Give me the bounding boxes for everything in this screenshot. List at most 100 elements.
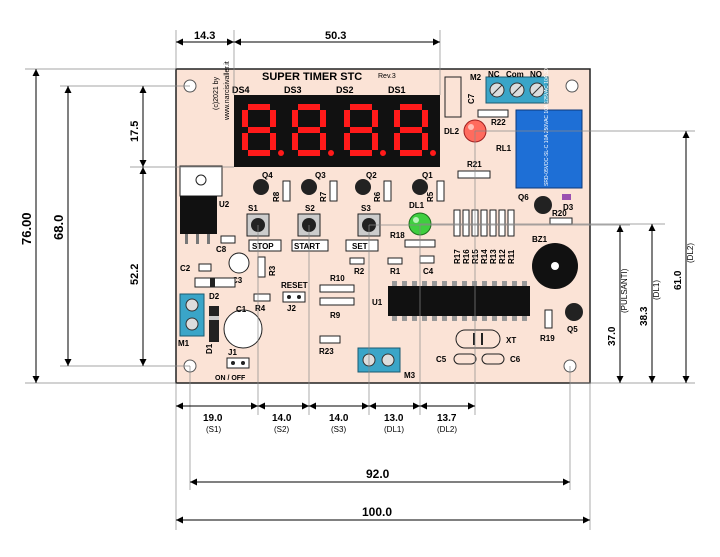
ic-pin (402, 281, 407, 286)
digit-segment (400, 127, 422, 133)
label-r23: R23 (319, 347, 334, 356)
capacitor-c8 (220, 235, 236, 244)
label-onoff: ON / OFF (215, 375, 246, 382)
resistor-r3 (257, 256, 266, 278)
capacitor-c4 (419, 255, 435, 264)
label-m1: M1 (178, 339, 190, 348)
label-start: START (294, 242, 320, 251)
ic-pin (422, 316, 427, 321)
label-u1: U1 (372, 298, 383, 307)
label-c6: C6 (510, 355, 521, 364)
seven-segment-digits (242, 104, 436, 156)
resistor-r2 (349, 257, 365, 265)
label-r22: R22 (491, 118, 506, 127)
transistor-q3 (301, 179, 317, 195)
digit-segment (292, 133, 298, 150)
label-r16: R16 (462, 249, 471, 264)
digit-segment (270, 133, 276, 150)
label-r1: R1 (390, 267, 401, 276)
ic-pin (502, 281, 507, 286)
resistor-r16 (462, 209, 470, 237)
transistor-q5 (565, 303, 583, 321)
jumper-j1 (226, 357, 250, 369)
dim-top-right: 50.3 (325, 30, 346, 42)
ic-pin (432, 316, 437, 321)
label-r7: R7 (319, 191, 328, 202)
digit-segment (372, 110, 378, 127)
label-c2: C2 (180, 264, 191, 273)
label-q2: Q2 (366, 171, 377, 180)
ic-pin (462, 281, 467, 286)
ic-pin (442, 316, 447, 321)
ic-pin (432, 281, 437, 286)
label-dl1: DL1 (409, 201, 425, 210)
decimal-point (430, 150, 436, 156)
ic-pin (412, 281, 417, 286)
label-r5: R5 (426, 191, 435, 202)
dim-bottom-130: 13.0 (384, 413, 404, 424)
resistor-r7 (329, 180, 338, 202)
ic-pin (422, 281, 427, 286)
dim-top-left: 14.3 (194, 30, 215, 42)
ic-pin (522, 316, 527, 321)
mounting-hole (565, 79, 579, 93)
digit-segment (422, 110, 428, 127)
label-r21: R21 (467, 160, 482, 169)
transistor-q4 (253, 179, 269, 195)
label-r4: R4 (255, 304, 266, 313)
resistor-r21 (457, 170, 491, 179)
dimension-arrows (32, 38, 690, 524)
label-j1: J1 (228, 348, 237, 357)
resistor-r5 (436, 180, 445, 202)
label-s2: S2 (305, 204, 315, 213)
board-credit: (c)2021 by (213, 76, 220, 110)
label-m3: M3 (404, 371, 416, 380)
digit-segment (298, 150, 320, 156)
ic-pin (392, 316, 397, 321)
dim-height-37-note: (PULSANTI) (620, 268, 629, 313)
dim-height-383-note: (DL1) (652, 280, 661, 300)
capacitor-c5 (453, 353, 477, 365)
dim-bottom-190-note: (S1) (206, 425, 221, 434)
label-c3: C3 (232, 276, 243, 285)
digit-segment (292, 110, 298, 127)
label-d3: D3 (563, 203, 574, 212)
ic-pin (442, 281, 447, 286)
digit-segment (394, 133, 400, 150)
decimal-point (278, 150, 284, 156)
digit-segment (270, 110, 276, 127)
label-no: NO (530, 70, 542, 79)
ic-pin (512, 316, 517, 321)
ic-pin (452, 316, 457, 321)
dim-height-61-note: (DL2) (686, 243, 695, 263)
screw-icon (185, 298, 199, 312)
ic-pin (492, 281, 497, 286)
ic-pin (462, 316, 467, 321)
resistor-r23 (319, 335, 341, 344)
capacitor-c3 (228, 252, 250, 274)
digit-segment (242, 110, 248, 127)
resistor-r4 (253, 293, 271, 302)
label-r10: R10 (330, 274, 345, 283)
label-s1: S1 (248, 204, 258, 213)
label-q5: Q5 (567, 325, 578, 334)
label-q6: Q6 (518, 193, 529, 202)
label-xt: XT (506, 336, 516, 345)
capacitor-c2 (198, 263, 212, 272)
label-u2: U2 (219, 200, 230, 209)
label-r19: R19 (540, 334, 555, 343)
ic-pin (452, 281, 457, 286)
screw-icon (185, 317, 199, 331)
label-r20: R20 (552, 209, 567, 218)
digit-segment (248, 127, 270, 133)
resistor-r14 (480, 209, 488, 237)
dimension-extension-lines (25, 30, 695, 530)
digit-segment (422, 133, 428, 150)
label-c1: C1 (236, 305, 247, 314)
jumper-j2 (282, 291, 306, 303)
digit-segment (248, 104, 270, 110)
resistor-r12 (498, 209, 506, 237)
crystal-xt (455, 329, 501, 349)
digit-segment (344, 110, 350, 127)
board-rev: Rev.3 (378, 73, 396, 80)
